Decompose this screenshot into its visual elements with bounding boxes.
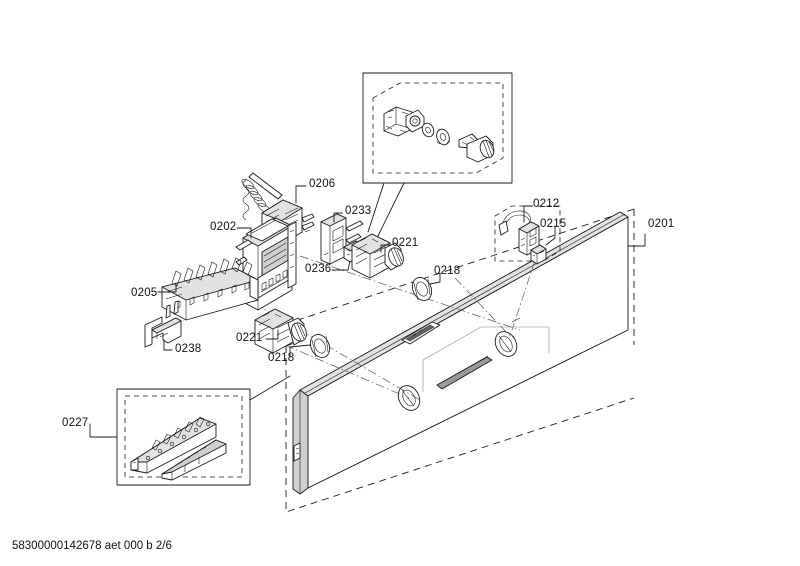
callout-label-0215: 0215 — [540, 218, 567, 230]
callout-label-0206: 0206 — [309, 178, 336, 190]
button-strip-0205 — [161, 257, 259, 321]
display-slot — [436, 355, 493, 390]
bottom-left-detail-inset — [116, 375, 291, 486]
rotary-switch-0221-upper — [351, 233, 404, 279]
retaining-clip-0238 — [144, 300, 182, 348]
callout-label-0221-lower: 0221 — [236, 332, 263, 344]
detail-rotary-switch — [383, 106, 425, 137]
rotary-switch-0221-lower — [254, 308, 307, 354]
callout-label-0221-upper: 0221 — [392, 237, 419, 249]
knob-bezel-ring-upper — [411, 277, 433, 301]
mounting-bracket-0233 — [320, 213, 364, 265]
callout-label-0227: 0227 — [62, 417, 89, 429]
detail-knob-shaft — [458, 133, 495, 163]
callout-label-0202: 0202 — [210, 221, 237, 233]
detail-washers — [421, 122, 451, 146]
top-detail-inset — [362, 72, 513, 184]
thermostat-coil — [241, 178, 271, 221]
callout-label-0205: 0205 — [131, 287, 158, 299]
callout-label-0201: 0201 — [648, 218, 675, 230]
connector-0215 — [530, 244, 547, 265]
panel-top-detail — [401, 321, 441, 345]
callout-label-0238: 0238 — [175, 343, 202, 355]
leader-lines — [89, 185, 646, 438]
callout-label-0236: 0236 — [305, 263, 332, 275]
panel-knob-hole-right — [494, 331, 518, 357]
callout-label-0233: 0233 — [345, 205, 372, 217]
harness-group-0212 — [494, 205, 561, 265]
knob-bezel-ring-lower — [309, 334, 331, 358]
footer-document-id: 58300000142678 aet 000 b 2/6 — [12, 540, 172, 552]
callout-label-0218-upper: 0218 — [434, 265, 461, 277]
callout-label-0218-lower: 0218 — [268, 352, 295, 364]
callout-label-0212: 0212 — [533, 198, 560, 210]
control-module-0202 — [235, 217, 297, 311]
